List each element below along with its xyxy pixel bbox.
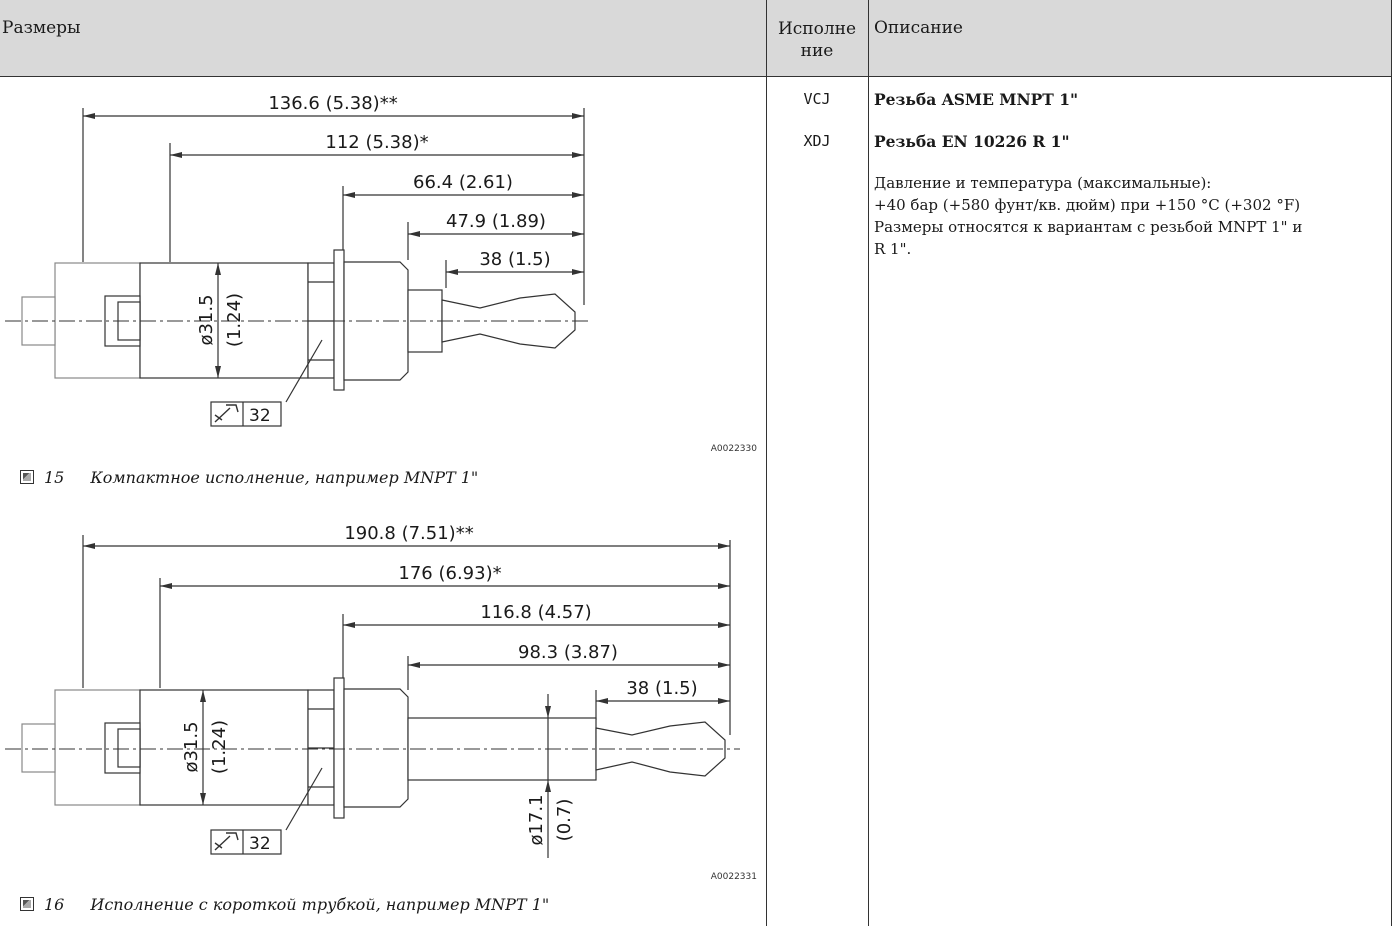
version-code-vcj: VCJ xyxy=(803,90,831,108)
fig15-dim-body: 112 (5.38)* xyxy=(325,132,428,153)
fig16-tube-dia-2: (0.7) xyxy=(554,799,575,842)
header-version: Исполне ние xyxy=(766,0,868,77)
fig15-wrench-icon xyxy=(214,404,239,423)
row-title-xdj: Резьба EN 10226 R 1" xyxy=(874,132,1070,151)
figure-icon xyxy=(20,470,34,484)
fig15-wrench-size: 32 xyxy=(249,406,271,426)
description-line-2: +40 бар (+580 фунт/кв. дюйм) при +150 °C… xyxy=(874,196,1301,214)
fig16-dim-a: 116.8 (4.57) xyxy=(480,602,591,623)
fig16-drawing-id: A0022331 xyxy=(711,872,757,882)
column-divider-1 xyxy=(766,0,767,926)
fig16-dia-1: ø31.5 xyxy=(181,721,202,772)
fig16-wrench-icon xyxy=(214,832,239,851)
header-divider xyxy=(0,76,1392,77)
figure-16-caption: 16 Исполнение с короткой трубкой, наприме… xyxy=(20,895,549,914)
figure-16-drawing: 190.8 (7.51)** 176 (6.93)* 116.8 (4.57) … xyxy=(5,523,757,882)
header-description: Описание xyxy=(868,0,1392,77)
version-code-xdj: XDJ xyxy=(803,132,831,150)
fig16-dim-total: 190.8 (7.51)** xyxy=(344,523,473,544)
header-dimensions-label: Размеры xyxy=(2,18,81,38)
description-line-1: Давление и температура (максимальные): xyxy=(874,174,1212,192)
figure-16-caption-text: Исполнение с короткой трубкой, например … xyxy=(90,895,550,914)
fig15-dia-1: ø31.5 xyxy=(196,294,217,345)
figure-15-drawing: 136.6 (5.38)** 112 (5.38)* 66.4 (2.61) 4… xyxy=(5,93,758,454)
header-version-line2: ние xyxy=(800,41,834,61)
fig15-dim-total: 136.6 (5.38)** xyxy=(268,93,397,114)
figure-icon xyxy=(20,897,34,911)
description-line-3: Размеры относятся к вариантам с резьбой … xyxy=(874,218,1303,236)
figure-15-caption-text: Компактное исполнение, например MNPT 1" xyxy=(90,468,479,487)
fig16-dia-2: (1.24) xyxy=(209,720,230,774)
fig16-wrench-size: 32 xyxy=(249,834,271,854)
fig15-dia-2: (1.24) xyxy=(224,293,245,347)
description-text: Давление и температура (максимальные): +… xyxy=(874,172,1386,260)
figure-16-number: 16 xyxy=(44,895,65,914)
fig15-dim-fork: 38 (1.5) xyxy=(479,249,550,270)
column-divider-2 xyxy=(868,0,869,926)
fig15-drawing-id: A0022330 xyxy=(711,444,758,454)
fig16-dim-fork: 38 (1.5) xyxy=(626,678,697,699)
fig16-dim-b: 98.3 (3.87) xyxy=(518,642,618,663)
description-line-4: R 1". xyxy=(874,240,912,258)
fig16-dim-body: 176 (6.93)* xyxy=(398,563,501,584)
fig15-dim-a: 66.4 (2.61) xyxy=(413,172,513,193)
fig16-tube-dia-1: ø17.1 xyxy=(526,794,547,845)
row-title-vcj: Резьба ASME MNPT 1" xyxy=(874,90,1079,109)
header-description-label: Описание xyxy=(874,18,963,38)
fig15-dim-b: 47.9 (1.89) xyxy=(446,211,546,232)
figure-15-caption: 15 Компактное исполнение, например MNPT 1… xyxy=(20,468,478,487)
header-version-line1: Исполне xyxy=(777,19,857,39)
header-dimensions: Размеры xyxy=(0,0,766,77)
figure-15-number: 15 xyxy=(44,468,65,487)
